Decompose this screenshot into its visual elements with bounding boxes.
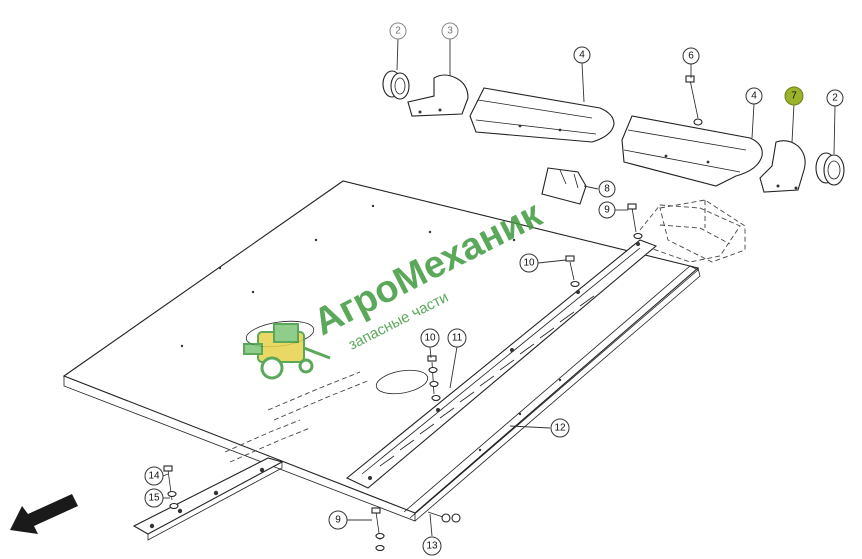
callout-4-left[interactable]: 4	[573, 46, 591, 64]
svg-text:9: 9	[604, 205, 610, 216]
callout-12[interactable]: 12	[550, 418, 570, 438]
callout-10-mid[interactable]: 10	[420, 328, 440, 348]
svg-text:3: 3	[447, 26, 453, 37]
svg-text:14: 14	[148, 471, 160, 482]
callout-7[interactable]: 7	[784, 86, 804, 106]
callout-10-top[interactable]: 10	[519, 253, 539, 273]
bushing-right	[815, 152, 845, 186]
cover-right	[621, 115, 763, 187]
arrow-down-left-icon	[10, 494, 78, 534]
callout-11[interactable]: 11	[447, 328, 467, 348]
callout-14[interactable]: 14	[144, 466, 164, 486]
callout-13[interactable]: 13	[422, 536, 442, 556]
svg-text:10: 10	[523, 258, 535, 269]
callout-8[interactable]: 8	[598, 180, 616, 198]
svg-text:4: 4	[751, 91, 757, 102]
fasteners	[163, 203, 643, 552]
svg-text:10: 10	[424, 333, 436, 344]
harvester-logo-icon	[243, 323, 331, 380]
flat-strip	[132, 457, 284, 541]
svg-text:9: 9	[335, 515, 341, 526]
svg-text:11: 11	[452, 333, 463, 344]
svg-text:7: 7	[791, 91, 797, 102]
svg-text:6: 6	[688, 51, 694, 62]
callout-6[interactable]: 6	[682, 47, 700, 65]
callout-4-right[interactable]: 4	[745, 87, 763, 105]
callout-9-bottom[interactable]: 9	[328, 510, 348, 530]
angle-profile	[403, 265, 699, 519]
svg-text:15: 15	[148, 493, 160, 504]
callout-15[interactable]: 15	[144, 488, 164, 508]
callout-2-right[interactable]: 2	[826, 89, 844, 107]
bushing-left	[382, 70, 410, 100]
svg-text:8: 8	[604, 184, 610, 195]
duct-outline	[659, 199, 746, 263]
svg-text:2: 2	[395, 26, 401, 37]
floor-panel	[62, 180, 741, 522]
leader-lines	[162, 38, 836, 537]
bracket-right	[759, 140, 806, 193]
callout-9-top[interactable]: 9	[598, 201, 616, 219]
svg-text:2: 2	[832, 93, 838, 104]
svg-text:12: 12	[554, 423, 566, 434]
cover-left	[469, 87, 615, 143]
svg-text:13: 13	[426, 541, 438, 552]
perforated-rail	[345, 239, 658, 489]
svg-text:4: 4	[579, 50, 585, 61]
callout-2-left[interactable]: 2	[389, 22, 407, 40]
clamp	[541, 167, 587, 205]
callout-3[interactable]: 3	[441, 22, 459, 40]
bolt-top	[685, 75, 703, 126]
bracket-left	[407, 74, 469, 117]
